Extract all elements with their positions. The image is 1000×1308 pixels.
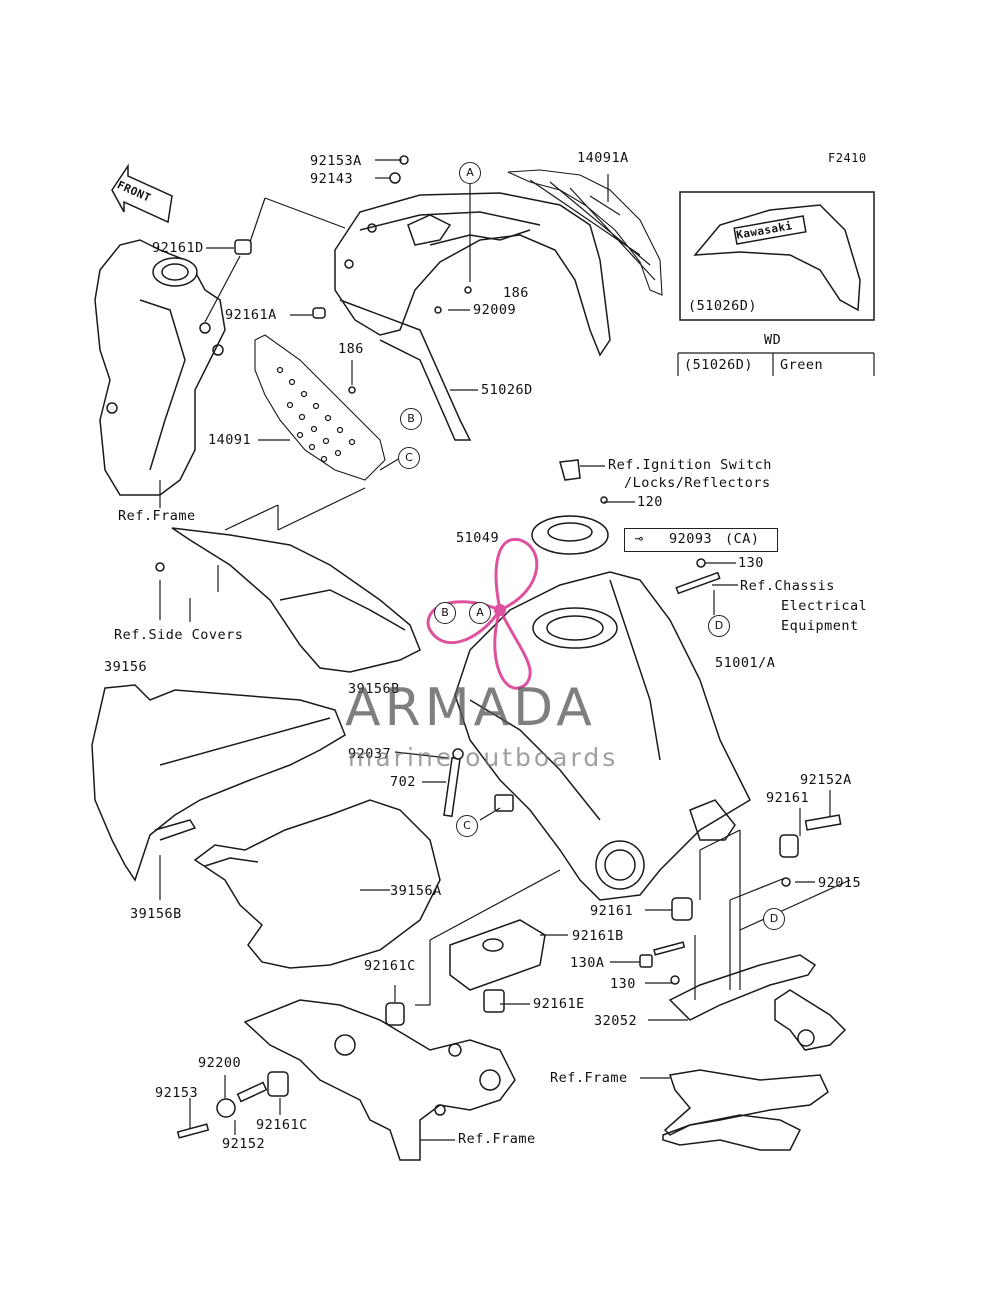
ref-ignition-line2: /Locks/Reflectors	[624, 475, 771, 491]
part-92161A: 92161A	[225, 307, 277, 323]
lower-frame-left-drawing	[243, 999, 516, 1161]
fuel-tank-drawing	[454, 571, 751, 901]
part-51049: 51049	[456, 530, 500, 546]
part-39156B-bottom: 39156B	[130, 906, 182, 922]
ref-chassis-line2: Electrical	[781, 598, 868, 614]
part-51001A: 51001/A	[715, 655, 776, 671]
side-mesh-panel-drawing	[254, 334, 386, 481]
ref-ignition-line1: Ref.Ignition Switch	[608, 457, 772, 473]
part-92152: 92152	[222, 1136, 266, 1152]
marker-d-top: D	[708, 615, 730, 637]
part-39156A: 39156A	[390, 883, 442, 899]
ref-chassis-line3: Equipment	[781, 618, 859, 634]
marker-d-bottom: D	[763, 908, 785, 930]
figure-code: F2410	[828, 151, 867, 165]
brand-propeller-icon	[426, 537, 539, 690]
part-92009: 92009	[473, 302, 517, 318]
part-92161C-bottom: 92161C	[256, 1117, 308, 1133]
fuel-cap-drawing	[531, 459, 609, 555]
part-92153A: 92153A	[310, 153, 362, 169]
part-92161-lower: 92161	[590, 903, 634, 919]
part-92143: 92143	[310, 171, 354, 187]
hardware-parts	[155, 155, 842, 1139]
part-702: 702	[390, 774, 416, 790]
part-92161C-top: 92161C	[364, 958, 416, 974]
color-table-code: (51026D)	[684, 357, 754, 373]
side-cover-drawing	[171, 527, 421, 673]
watermark-brand: ARMADA	[345, 678, 596, 738]
marker-b-top: B	[400, 408, 422, 430]
part-92200: 92200	[198, 1055, 242, 1071]
marker-b-tank: B	[434, 602, 456, 624]
part-92153: 92153	[155, 1085, 199, 1101]
part-14091: 14091	[208, 432, 252, 448]
inset-drawing	[679, 191, 875, 321]
part-92161E: 92161E	[533, 996, 585, 1012]
lower-shield-drawing	[193, 799, 441, 969]
part-92161D: 92161D	[152, 240, 204, 256]
frame-head-drawing	[94, 239, 226, 496]
part-186-top: 186	[503, 285, 529, 301]
watermark-tagline: marine outboards	[348, 743, 619, 772]
color-table-lines	[677, 352, 875, 376]
marker-c-bottom: C	[456, 815, 478, 837]
callout-part: 92093	[669, 531, 713, 547]
rear-bracket-drawing	[662, 799, 847, 1151]
mesh-dots	[276, 366, 356, 463]
side-mesh-panel-a-drawing	[507, 169, 663, 296]
part-51026D: 51026D	[481, 382, 533, 398]
callout-box-92093: ⊸ 92093 (CA)	[624, 528, 778, 552]
marker-a-top: A	[459, 162, 481, 184]
marker-c-top: C	[398, 447, 420, 469]
part-39156: 39156	[104, 659, 148, 675]
color-table-color: Green	[780, 357, 824, 373]
ref-frame-bottom: Ref.Frame	[458, 1131, 536, 1147]
part-130-bottom: 130	[610, 976, 636, 992]
heat-shield-drawing	[91, 684, 346, 882]
color-table-header: WD	[764, 332, 782, 348]
front-arrow-icon	[111, 163, 173, 224]
part-14091A: 14091A	[577, 150, 629, 166]
part-92037: 92037	[348, 746, 392, 762]
part-186-mid: 186	[338, 341, 364, 357]
inset-part-code: (51026D)	[688, 298, 758, 314]
callout-region: (CA)	[725, 531, 760, 547]
part-92015: 92015	[818, 875, 862, 891]
part-32052: 32052	[594, 1013, 638, 1029]
part-92161-upper: 92161	[766, 790, 810, 806]
part-130A: 130A	[570, 955, 605, 971]
part-39156B-top: 39156B	[348, 681, 400, 697]
marker-a-tank: A	[469, 602, 491, 624]
callout-dot-icon: ⊸	[635, 531, 644, 547]
ref-frame-right: Ref.Frame	[550, 1070, 628, 1086]
part-92152A: 92152A	[800, 772, 852, 788]
tank-cover-drawing	[334, 192, 611, 441]
part-92161B: 92161B	[572, 928, 624, 944]
ref-chassis-line1: Ref.Chassis	[740, 578, 835, 594]
part-130-top: 130	[738, 555, 764, 571]
ref-side-covers: Ref.Side Covers	[114, 627, 244, 643]
leader-lines	[159, 159, 851, 1141]
part-120: 120	[637, 494, 663, 510]
ref-frame-top: Ref.Frame	[118, 508, 196, 524]
